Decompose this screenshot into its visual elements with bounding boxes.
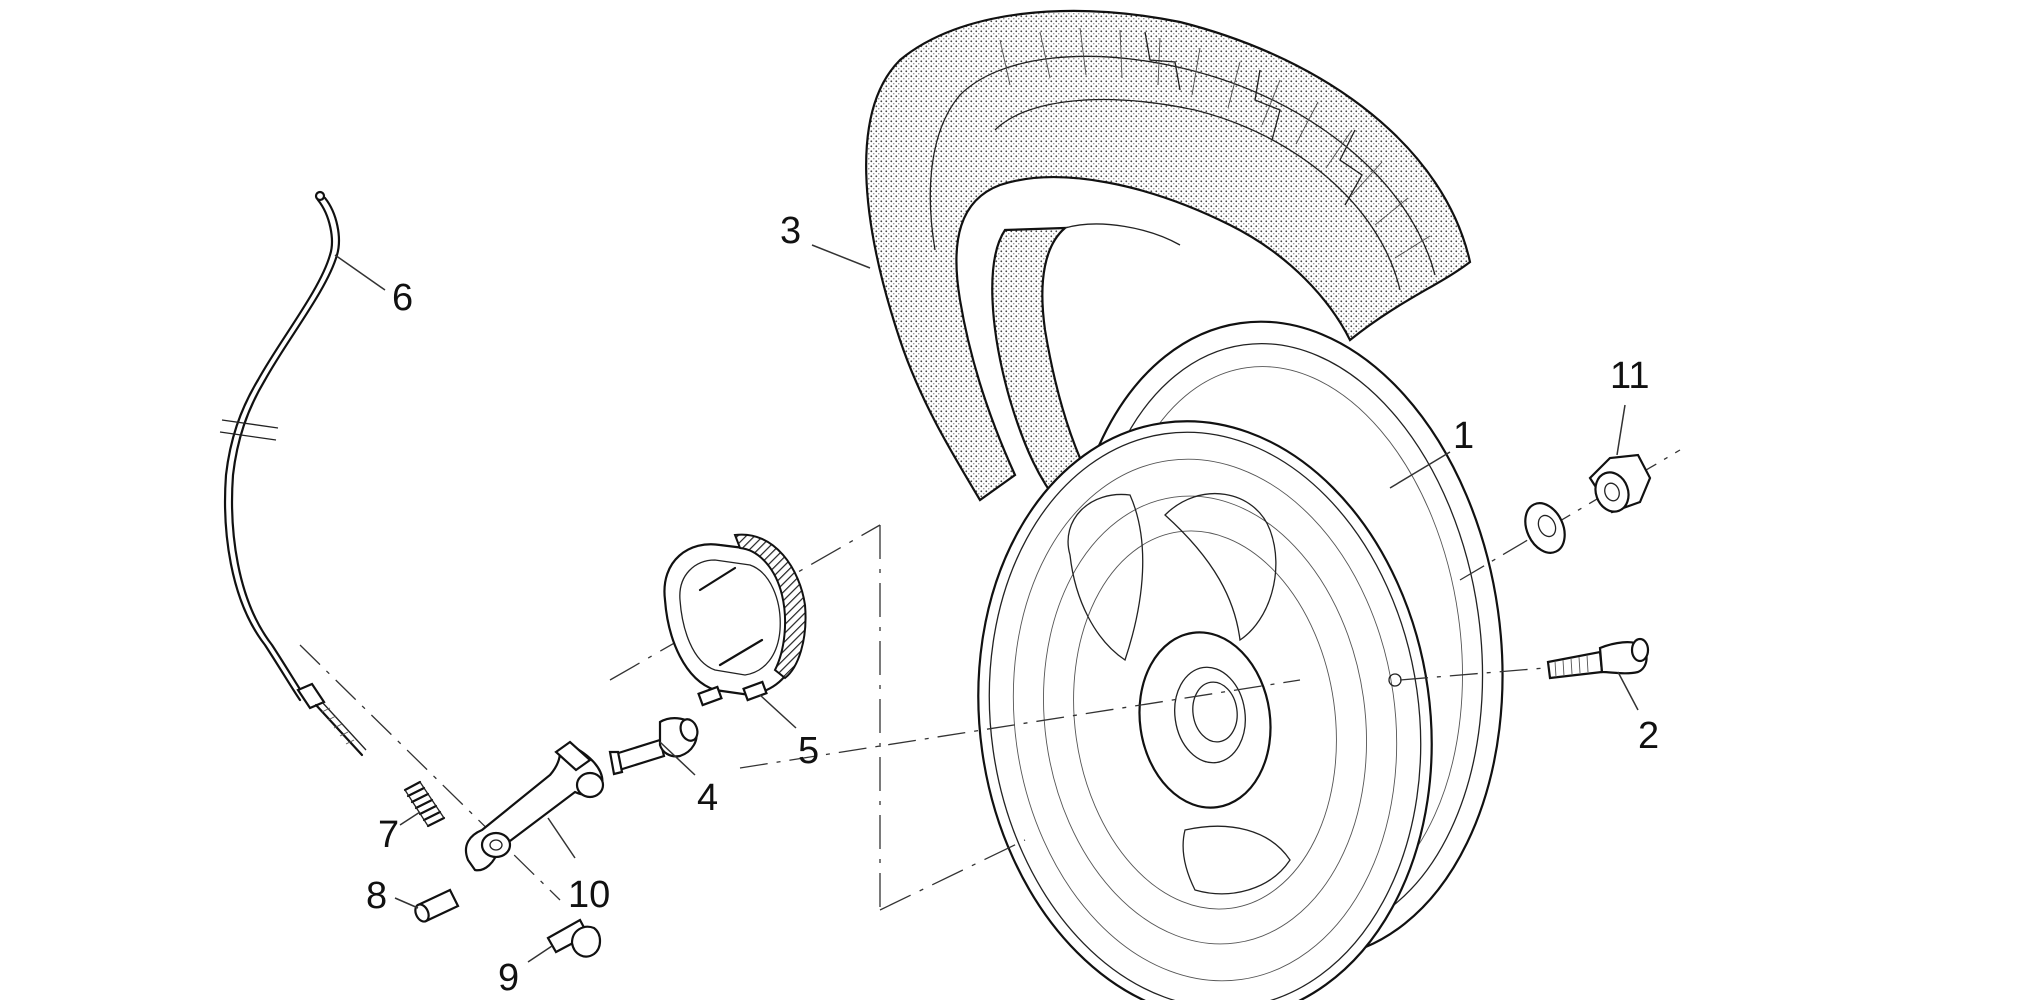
lever-bolt: [546, 918, 602, 958]
wheel-rim: [977, 320, 1504, 1000]
callout-6: 6: [392, 277, 413, 319]
callout-11: 11: [1610, 355, 1649, 397]
return-spring: [403, 780, 446, 828]
callout-7: 7: [378, 814, 399, 856]
brake-cable: [219, 190, 367, 757]
callout-8: 8: [366, 875, 387, 917]
callout-10: 10: [568, 874, 610, 916]
tyre-valve: [1546, 637, 1650, 680]
axle-washer: [1524, 502, 1566, 554]
callout-2: 2: [1638, 715, 1659, 757]
axle-nut: [1588, 453, 1652, 514]
callout-3: 3: [780, 210, 801, 252]
callout-5: 5: [798, 730, 819, 772]
callout-1: 1: [1453, 415, 1474, 457]
callout-9: 9: [498, 957, 519, 999]
callout-4: 4: [697, 777, 718, 819]
brake-cam: [608, 717, 699, 776]
callout-labels: 1 2 3 4 5 6 7 8 9 10 11: [366, 210, 1659, 999]
leader-lines: [334, 244, 1639, 963]
lever-pin: [414, 888, 460, 923]
brake-lever: [464, 740, 605, 872]
brake-shoes: [663, 533, 807, 707]
